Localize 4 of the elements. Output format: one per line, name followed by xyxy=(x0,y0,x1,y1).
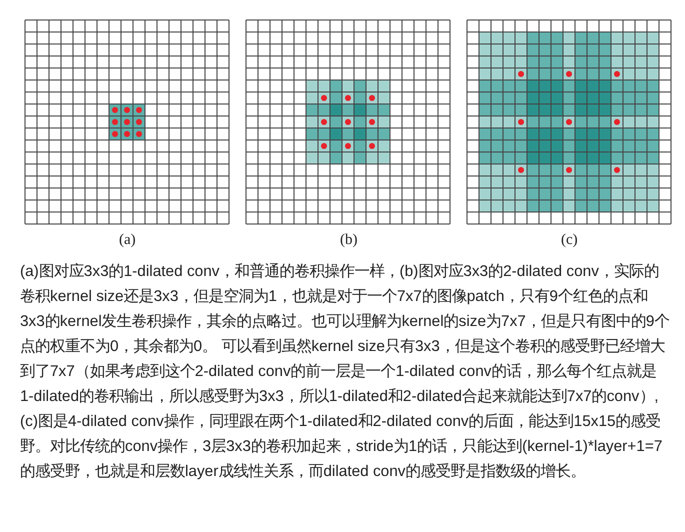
panel-label: (c) xyxy=(561,232,578,249)
panel-label: (b) xyxy=(340,232,358,249)
panel-label: (a) xyxy=(119,232,136,249)
caption-text: (a)图对应3x3的1-dilated conv，和普通的卷积操作一样，(b)图对应3x3的2-dilated conv，实际的卷积kernel size还是3x3，但是空洞为1，也就是对于一个7x7的图像patch，只有9个红色的点和3x3的kernel发生卷积操作，其余的点略过。也可以理解为kernel的size为7x7，但是只有图中的9个点的权重不为0，其余都为0。 可以看到虽然kernel size只有3x3，但是这个卷积的感受野已经增大到了7x7（如果考虑到这个2-dilated conv的前一层是一个1-dilated conv的话，那么每个红点就是1-dilated的卷积输出，所以感受野为3x3，所以1-dilated和2-dilated合起来就能达到7x7的conv）,(c)图是4-dilated conv操作，同理跟在两个1-dilated和2-dilated conv的后面，能达到15x15的感受野。对比传统的conv操作，3层3x3的卷积加起来，stride为1的话，只能达到(kernel-1)*layer+1=7的感受野，也就是和层数layer成线性关系，而dilated conv的感受野是指数级的增长。 xyxy=(20,262,670,482)
